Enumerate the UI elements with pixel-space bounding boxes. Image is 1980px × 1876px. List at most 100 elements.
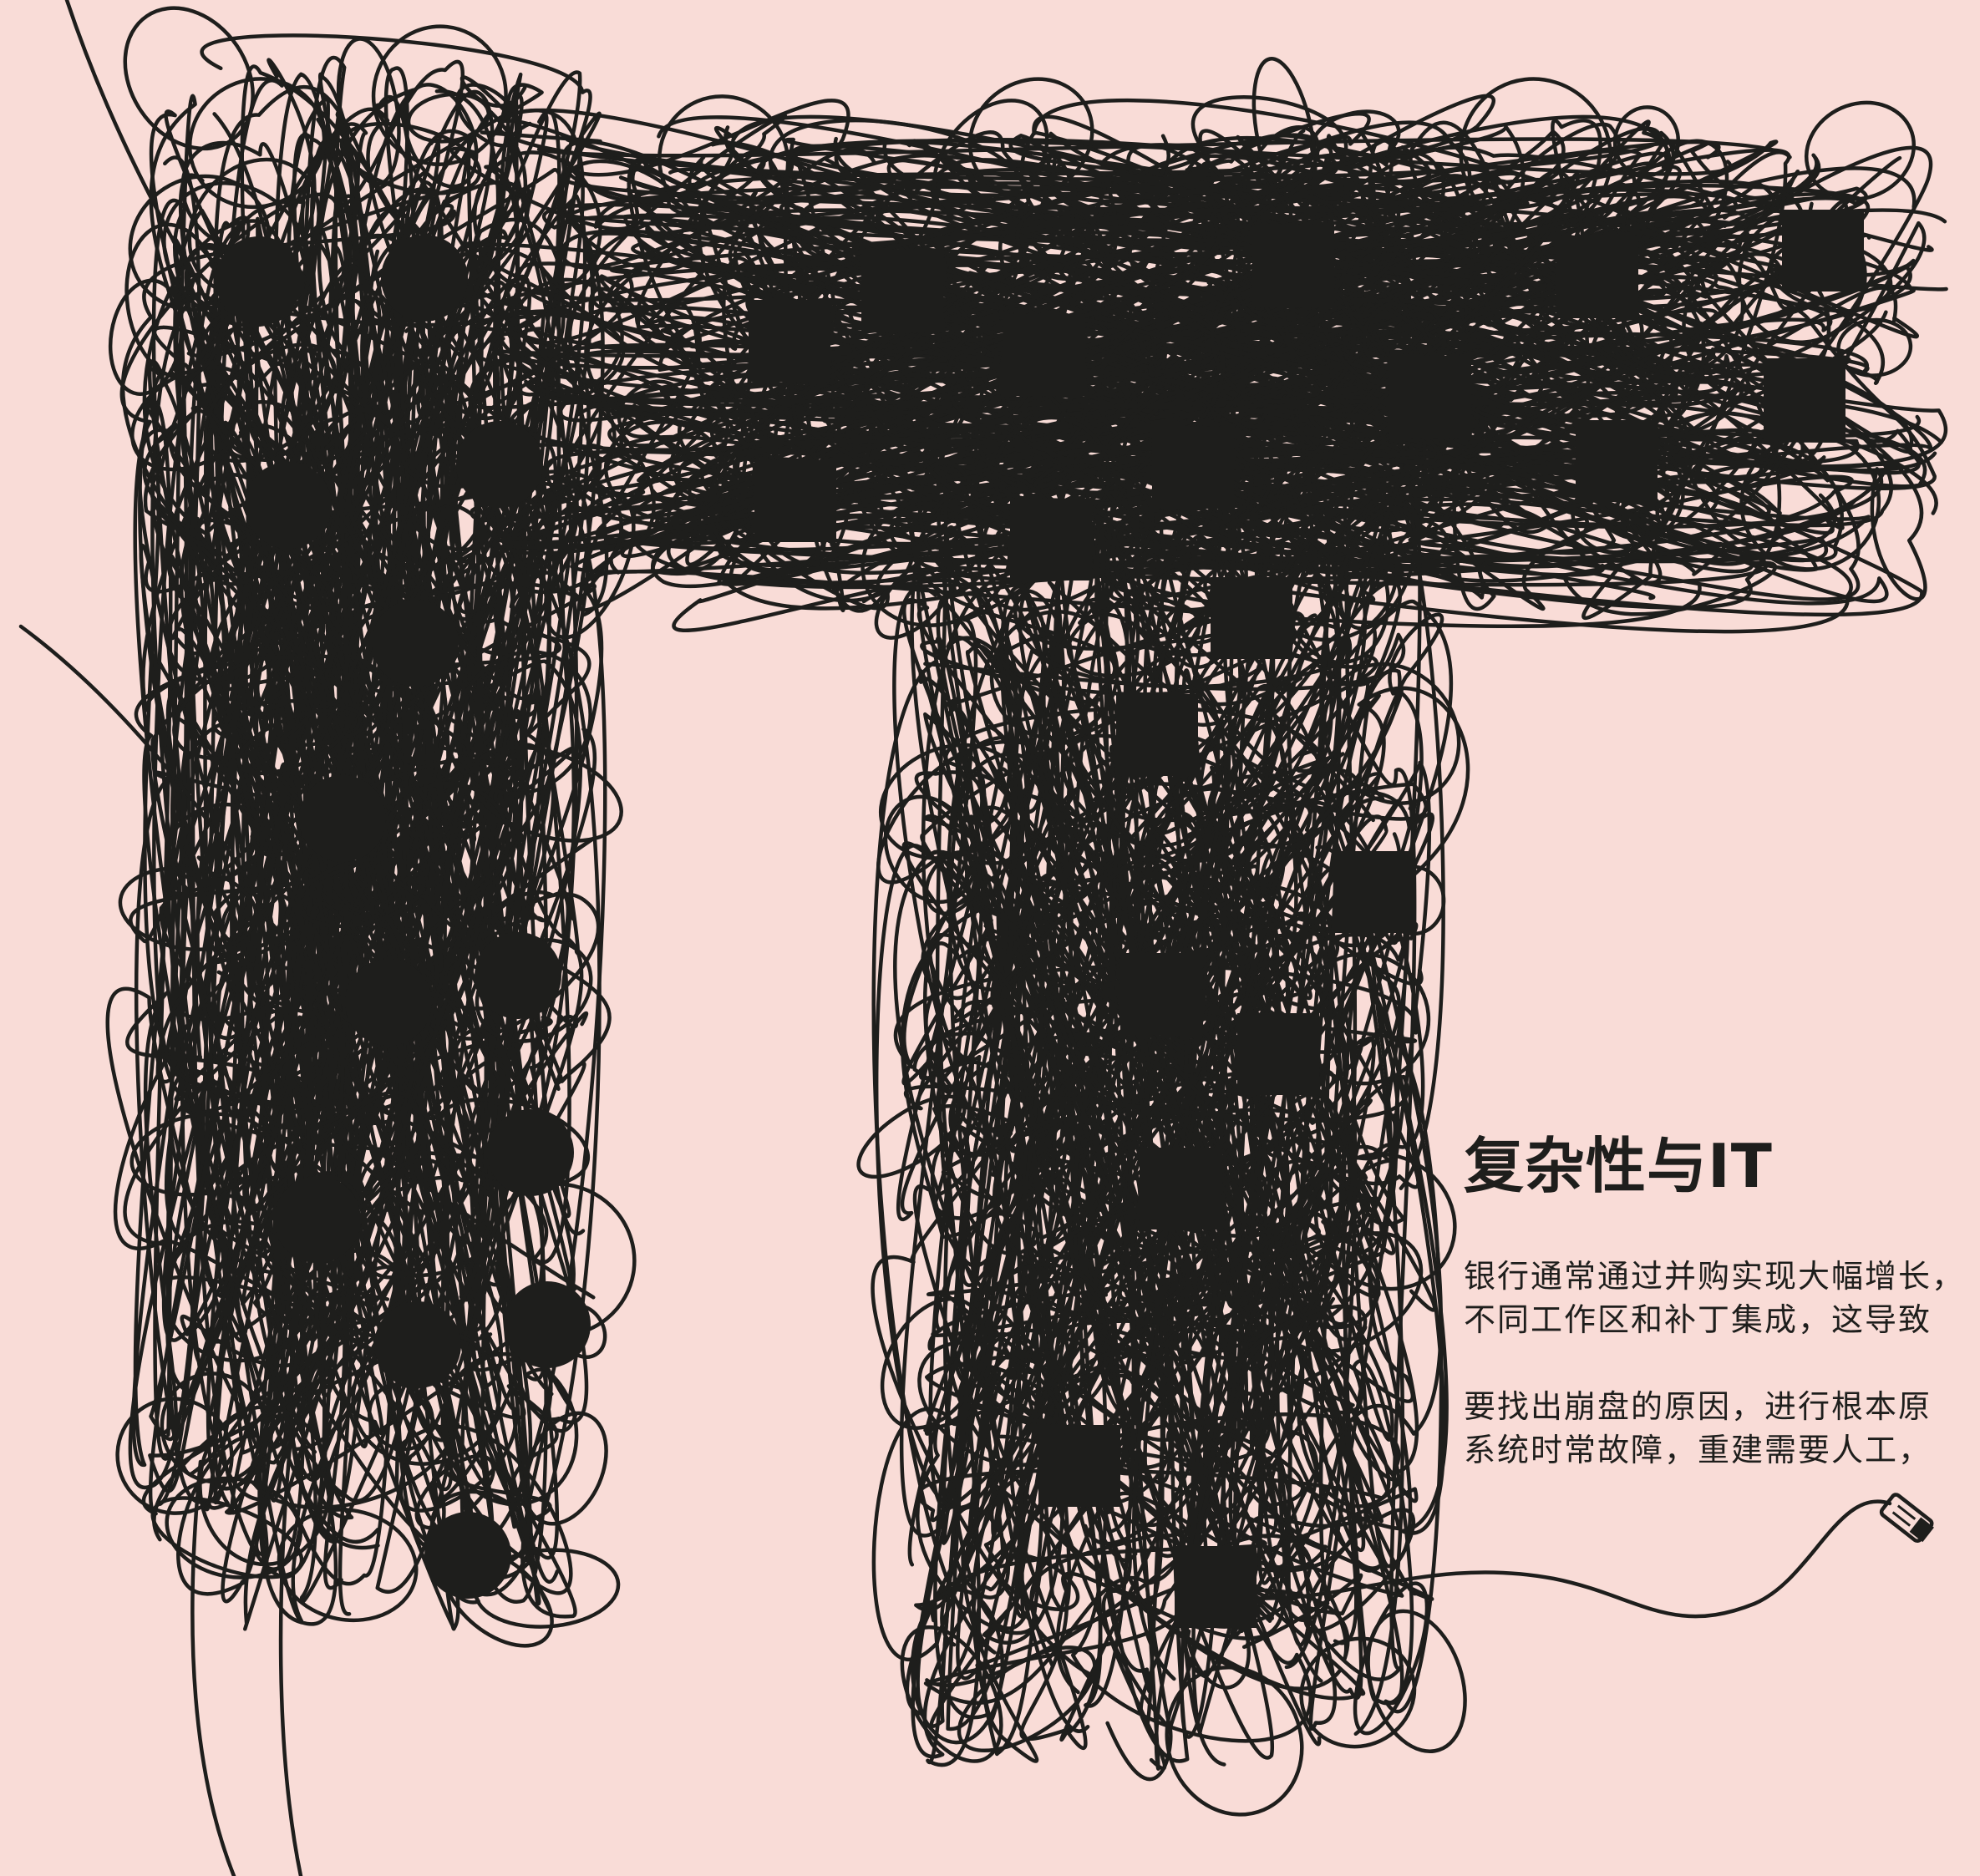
paragraph-1-line-2: 不同工作区和补丁集成，这导致	[1464, 1301, 1932, 1338]
left-column-loop	[297, 857, 426, 928]
top-bar-wire	[733, 98, 1719, 478]
stem-loop	[1279, 1235, 1381, 1330]
usb-plug-icon	[1879, 1493, 1934, 1544]
circle-node-icon	[424, 1512, 511, 1599]
circle-node-icon	[374, 1301, 461, 1388]
left-column-wire	[148, 738, 546, 1631]
top-bar-loop	[974, 383, 1076, 490]
left-column-loop	[129, 1112, 273, 1197]
left-column-loop	[236, 708, 349, 776]
square-node-icon	[1556, 236, 1638, 318]
top-bar-loop	[603, 420, 728, 521]
circle-node-icon	[274, 1176, 361, 1263]
left-column-loop	[440, 1351, 579, 1507]
left-column-loop	[246, 347, 378, 468]
left-column-loop	[414, 1453, 495, 1530]
left-column-loop	[187, 77, 327, 210]
top-bar-loop	[509, 277, 624, 393]
left-column-wire	[165, 273, 552, 1491]
paragraph-1: 银行通常通过并购实现大幅增长， 不同工作区和补丁集成，这导致	[1464, 1255, 1980, 1341]
square-node-icon	[1237, 1013, 1319, 1095]
top-bar-loop	[1231, 194, 1350, 327]
top-left-lead-wire	[64, 0, 195, 278]
left-column-loop	[366, 1175, 500, 1278]
square-node-icon	[1576, 420, 1658, 502]
top-bar-loop	[967, 77, 1094, 198]
top-bar-loop	[1836, 317, 1913, 378]
article-text-block: 复杂性与IT 银行通常通过并购实现大幅增长， 不同工作区和补丁集成，这导致 要找…	[1464, 1136, 1980, 1515]
circle-node-icon	[504, 1281, 591, 1368]
stem-wire	[923, 526, 1405, 1483]
square-node-icon	[1782, 210, 1864, 292]
circle-node-icon	[456, 421, 543, 508]
top-bar-loop	[544, 493, 636, 640]
circle-node-icon	[487, 1109, 574, 1196]
network-nodes	[216, 210, 1864, 1628]
stem-loop	[1299, 1636, 1417, 1749]
top-bar-loop	[1804, 100, 1917, 201]
stem-loop	[1234, 768, 1359, 849]
left-column-loop	[356, 1158, 458, 1280]
stem-wire	[901, 496, 1424, 1743]
stem-loop	[1338, 505, 1418, 631]
square-node-icon	[861, 250, 943, 332]
lead-wires	[18, 0, 1892, 1876]
stem-loop	[924, 849, 982, 915]
left-column-loop	[123, 6, 255, 151]
left-column-wire	[166, 117, 528, 1428]
left-column-loop	[220, 888, 306, 968]
stem-loop	[1074, 856, 1176, 989]
left-column-loop	[403, 83, 479, 189]
stem-loop	[1322, 662, 1461, 805]
square-node-icon	[749, 300, 830, 382]
left-column-wire	[129, 208, 531, 1448]
stem-wire	[871, 765, 1391, 1677]
circle-node-icon	[299, 775, 386, 862]
left-column-loop	[166, 571, 296, 685]
top-bar-loop	[930, 165, 977, 215]
square-node-icon	[754, 460, 836, 542]
circle-node-icon	[345, 959, 432, 1046]
left-column-loop	[115, 1397, 234, 1515]
plug-cable	[1217, 1499, 1892, 1619]
square-node-icon	[1211, 577, 1292, 659]
left-column-wire	[168, 186, 586, 1342]
top-bar-wire	[561, 139, 1927, 539]
tangled-wires	[105, 6, 1948, 1817]
square-node-icon	[1010, 499, 1092, 581]
left-column-loop	[277, 1508, 419, 1623]
top-bar-loop	[874, 553, 959, 640]
left-column-wire	[228, 307, 378, 1590]
stem-loop	[1313, 1152, 1457, 1291]
stem-loop	[883, 794, 977, 905]
section-heading: 复杂性与IT	[1464, 1131, 1773, 1201]
square-node-icon	[1140, 1148, 1221, 1230]
left-hanging-wire	[18, 624, 270, 1422]
paragraph-1-line-1: 银行通常通过并购实现大幅增长，	[1464, 1258, 1966, 1295]
stem-loop	[1145, 787, 1286, 932]
stem-loop	[1165, 1665, 1304, 1817]
left-column-loop	[226, 915, 286, 993]
left-column-loop	[381, 781, 510, 902]
square-node-icon	[1389, 356, 1471, 438]
stem-loop	[1353, 1581, 1429, 1736]
left-column-loop	[211, 699, 368, 748]
left-column-loop	[336, 37, 401, 186]
top-bar-loop	[559, 159, 702, 272]
top-bar-loop	[1452, 314, 1550, 423]
stem-loop	[910, 1588, 1005, 1745]
left-column-loop	[162, 180, 312, 327]
square-node-icon	[1175, 1546, 1257, 1628]
stem-loop	[1248, 1253, 1316, 1323]
stem-loop	[856, 1094, 967, 1179]
top-bar-loop	[1246, 124, 1320, 205]
left-column-loop	[454, 650, 592, 796]
square-node-icon	[1764, 358, 1845, 440]
square-node-icon	[1252, 225, 1334, 307]
circle-node-icon	[216, 236, 302, 323]
stem-wire	[896, 508, 1406, 1534]
stem-loop	[917, 459, 983, 576]
top-bar-loop	[1096, 311, 1226, 447]
left-column-loop	[108, 278, 184, 397]
